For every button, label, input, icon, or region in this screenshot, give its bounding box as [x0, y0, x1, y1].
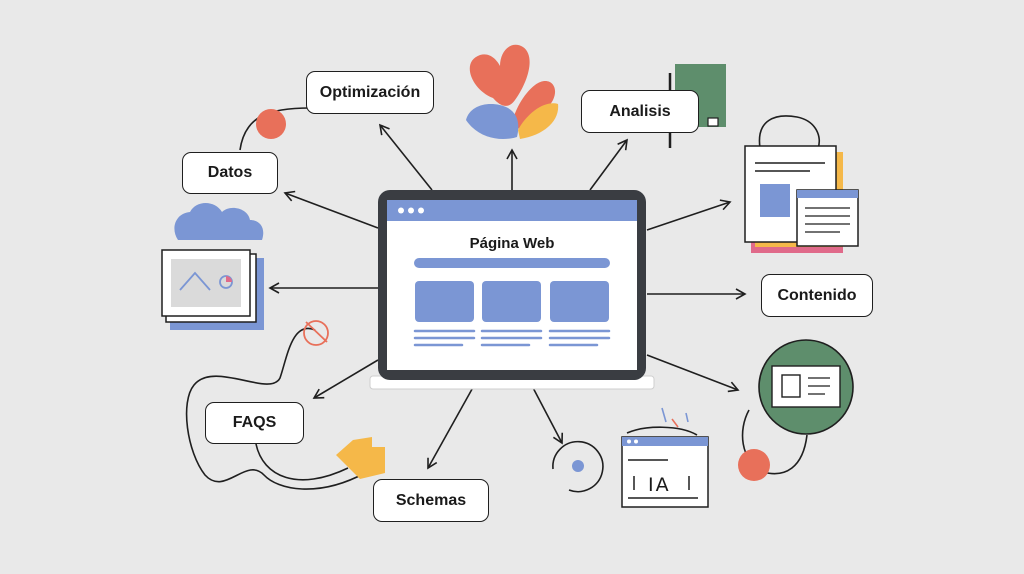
- arrow-to-target: [529, 381, 564, 445]
- arrow-to-document: [646, 199, 732, 231]
- node-schemas: Schemas: [373, 479, 489, 522]
- cloud-icon: [174, 203, 264, 240]
- flower-illustration: [466, 44, 559, 139]
- coral-dot-bottom-right: [738, 449, 770, 481]
- arrow-to-green-circle: [646, 354, 740, 393]
- pointer-hand-icon: [336, 437, 385, 479]
- arrow-to-faqs: [312, 359, 379, 399]
- target-icon: [552, 440, 604, 493]
- arrow-to-analisis: [589, 138, 628, 191]
- image-card-illustration: [161, 249, 264, 330]
- arrow-to-datos: [283, 190, 379, 229]
- green-circle-illustration: [758, 339, 854, 435]
- curve-document-hook: [758, 115, 821, 149]
- screen-title: Página Web: [470, 235, 555, 252]
- node-optimizacion: Optimización: [306, 71, 434, 114]
- node-analisis: Analisis: [581, 90, 699, 133]
- node-contenido: Contenido: [761, 274, 873, 317]
- central-screen: Página Web: [369, 190, 655, 390]
- curve-ia-hook: [626, 426, 698, 436]
- node-datos: Datos: [182, 152, 278, 194]
- document-stack-illustration: [744, 145, 859, 253]
- curve-faqs-loop: [185, 327, 366, 490]
- ia-label: IA: [648, 474, 671, 496]
- coral-target-slash: [305, 321, 328, 343]
- arrow-to-schemas: [427, 381, 477, 470]
- curve-schemas-loop: [255, 443, 349, 481]
- flag-tab: [707, 117, 719, 127]
- coral-dot-top-left: [256, 109, 286, 139]
- coral-target-ring: [303, 320, 329, 346]
- ia-window: IA: [621, 436, 709, 508]
- node-faqs: FAQS: [205, 402, 304, 444]
- arrow-to-optimizacion: [378, 123, 433, 191]
- spark-marks: [661, 407, 689, 428]
